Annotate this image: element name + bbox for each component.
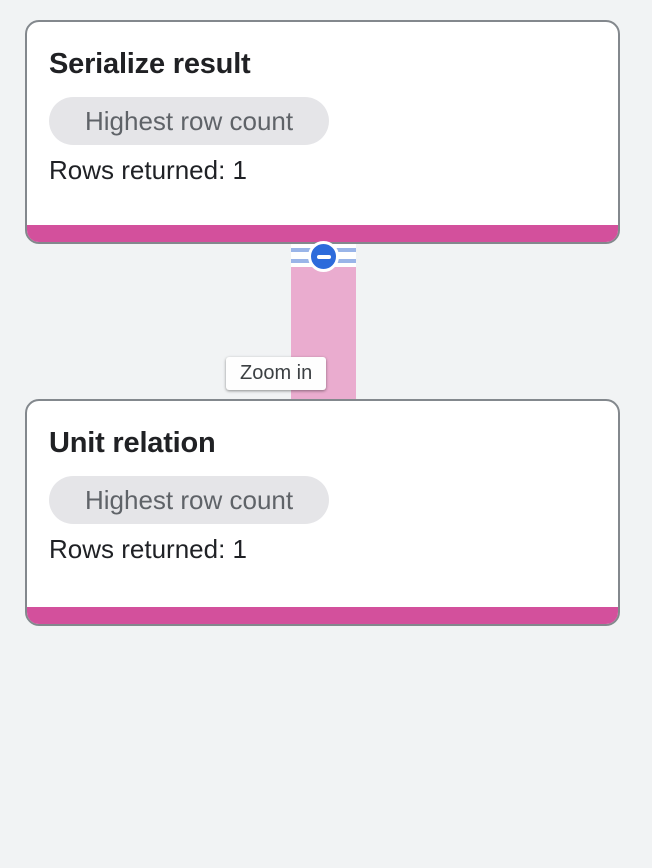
stage-title: Unit relation	[49, 427, 216, 459]
stage-accent-bar	[27, 225, 618, 242]
zoom-in-tooltip: Zoom in	[226, 357, 327, 390]
rows-returned-label: Rows returned: 1	[49, 534, 247, 564]
stage-card-serialize-result[interactable]: Serialize result Highest row count Rows …	[25, 20, 620, 244]
highest-row-count-badge: Highest row count	[49, 476, 330, 524]
stage-card-unit-relation[interactable]: Unit relation Highest row count Rows ret…	[25, 399, 620, 626]
collapse-button[interactable]	[308, 241, 339, 272]
rows-returned-label: Rows returned: 1	[49, 155, 247, 185]
stage-title: Serialize result	[49, 48, 251, 80]
highest-row-count-badge: Highest row count	[49, 97, 330, 145]
stage-accent-bar	[27, 607, 618, 624]
minus-icon	[316, 254, 331, 259]
